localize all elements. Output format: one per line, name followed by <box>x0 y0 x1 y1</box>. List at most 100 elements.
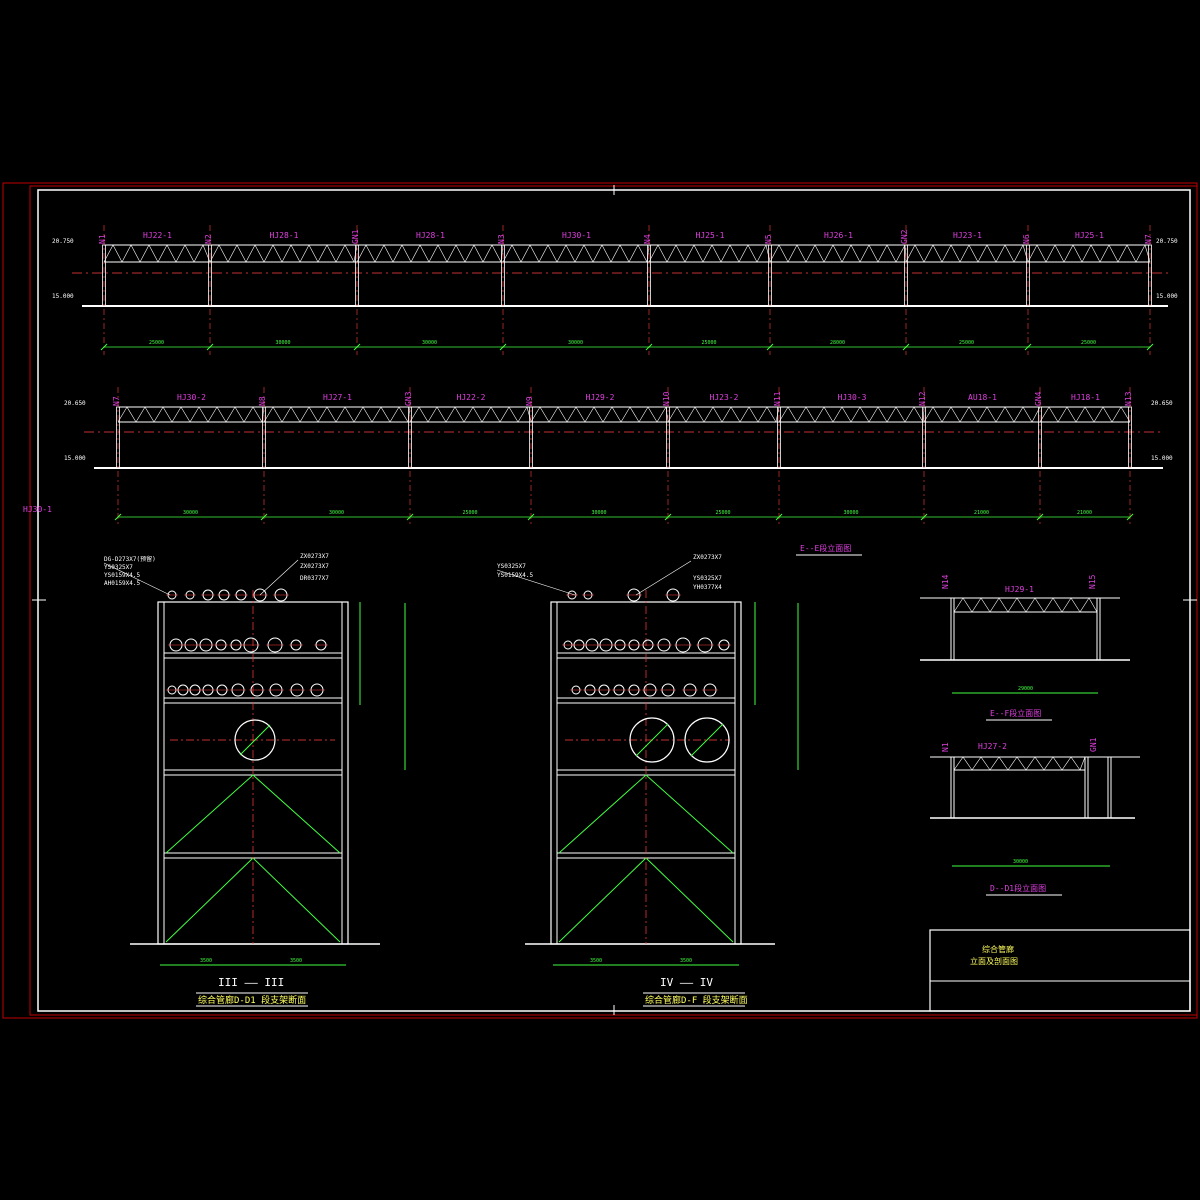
elevation_2-truss-3: HJ22-2 <box>457 393 486 402</box>
section-3-label: III —— III <box>218 976 284 989</box>
title-block-drawing: 立面及剖面图 <box>970 956 1018 966</box>
elevation_1-span-3: 30000 <box>422 340 437 346</box>
elevation-1: N1 N2 GN1 N3 N4 N5 GN2 N6 N7 HJ22-1 25000 HJ28-1 300… <box>52 225 1178 355</box>
elevation-dd-span: 30000 <box>1013 859 1028 865</box>
elevation_2-axis-2: N8 <box>258 396 267 406</box>
elevation_1-span-2: 30000 <box>276 340 291 346</box>
elevation-dd: N1 GN1 HJ27-2 30000 D--D1段立面图 <box>930 737 1140 896</box>
section-3-width-left: 3500 <box>200 958 212 964</box>
elevation_1-truss-4: HJ30-1 <box>562 231 591 240</box>
section-4-right-label-1: ZX0273X7 <box>693 554 722 561</box>
elevation_2-span-4: 30000 <box>592 510 607 516</box>
side-label: HJ30-1 <box>23 505 52 514</box>
elevation_2-truss-8: HJ18-1 <box>1071 393 1100 402</box>
elevation_1-axis-1: N1 <box>98 234 107 244</box>
elevation_2-level-bottom-right: 15.000 <box>1151 455 1173 462</box>
section-3-pipe-label-3: YS0159X4.5 <box>104 572 141 579</box>
section-3-pipe-label-1: DG-D273X7(预留) <box>104 555 156 563</box>
section-3-width-right: 3500 <box>290 958 302 964</box>
elevation_2-span-1: 30000 <box>183 510 198 516</box>
section-3-right-label-3: DR0377X7 <box>300 575 329 582</box>
section-3-caption: 综合管廊D-D1 段支架断面 <box>198 994 306 1006</box>
elevation_2-level-top-right: 20.650 <box>1151 400 1173 407</box>
title-block: 综合管廊 立面及剖面图 <box>929 929 1191 1012</box>
elevation_2-axis-3: GN3 <box>404 391 413 406</box>
section-4-width-left: 3500 <box>590 958 602 964</box>
elevation_2-axis-9: N13 <box>1124 391 1133 406</box>
elevation-ee-truss: HJ29-1 <box>1005 585 1034 594</box>
elevation_1-axis-6: N5 <box>764 234 773 244</box>
section-4-label: IV —— IV <box>660 976 713 989</box>
elevation_1-truss-7: HJ23-1 <box>953 231 982 240</box>
elevation-dd-title: D--D1段立面图 <box>990 883 1046 893</box>
elevation-dd-truss: HJ27-2 <box>978 742 1007 751</box>
elevation_2-span-5: 25000 <box>716 510 731 516</box>
elevation_1-axis-2: N2 <box>204 234 213 244</box>
elevation_2-truss-7: AU18-1 <box>968 393 997 402</box>
elevation_2-span-6: 30000 <box>844 510 859 516</box>
elevation_1-truss-1: HJ22-1 <box>143 231 172 240</box>
elevation_1-axis-9: N7 <box>1144 234 1153 244</box>
elevation_2-truss-6: HJ30-3 <box>838 393 867 402</box>
elevation_1-span-4: 30000 <box>568 340 583 346</box>
elevation-ff-title: E--F段立面图 <box>990 708 1041 718</box>
elevation_2-truss-4: HJ29-2 <box>586 393 615 402</box>
elevation_1-level-top-right: 20.750 <box>1156 238 1178 245</box>
section-3: 3500 3500 III —— III 综合管廊D-D1 段支架断面 DG-D… <box>103 553 406 1007</box>
elevation_2-truss-2: HJ27-1 <box>323 393 352 402</box>
elevation_1-truss-3: HJ28-1 <box>416 231 445 240</box>
elevation_2-span-8: 21000 <box>1077 510 1092 516</box>
elevation_1-level-top-left: 20.750 <box>52 238 74 245</box>
elevation_2-level-bottom-left: 15.000 <box>64 455 86 462</box>
elevation_1-span-8: 25000 <box>1081 340 1096 346</box>
elevation_2-axis-8: GN4 <box>1034 391 1043 406</box>
elevation_1-truss-6: HJ26-1 <box>824 231 853 240</box>
section-4: 3500 3500 IV —— IV 综合管廊D-F 段支架断面 YS0325X… <box>496 554 799 1007</box>
elevation_1-truss-5: HJ25-1 <box>696 231 725 240</box>
section-3-pipe-label-4: AH0159X4.5 <box>104 580 141 587</box>
elevation_1-axis-5: N4 <box>643 234 652 244</box>
elevation_1-axis-8: N6 <box>1022 234 1031 244</box>
elevation_1-level-bottom-right: 15.000 <box>1156 293 1178 300</box>
section-3-pipe-label-2: YS0325X7 <box>104 564 133 571</box>
elevation_1-axis-4: N3 <box>497 234 506 244</box>
section-4-right-label-2: YS0325X7 <box>693 575 722 582</box>
elevation_2-span-3: 25000 <box>463 510 478 516</box>
elevation-ee-axis-left: N14 <box>941 574 950 589</box>
elevation-ee-axis-right: N15 <box>1088 574 1097 589</box>
elevation_2-axis-5: N10 <box>662 391 671 406</box>
elevation_2-axis-7: N12 <box>918 391 927 406</box>
elevation_1-level-bottom-left: 15.000 <box>52 293 74 300</box>
section-4-right-label-3: YH0377X4 <box>693 584 722 591</box>
elevation_2-truss-5: HJ23-2 <box>710 393 739 402</box>
elevation_1-truss-2: HJ28-1 <box>270 231 299 240</box>
elevation-dd-axis-left: N1 <box>941 742 950 752</box>
section-3-right-label-2: ZX0273X7 <box>300 563 329 570</box>
section-3-right-label-1: ZX0273X7 <box>300 553 329 560</box>
elevation-dd-axis-right: GN1 <box>1089 737 1098 752</box>
elevation-ee-title: E--E段立面图 <box>800 543 851 553</box>
elevation_2-axis-4: N9 <box>525 396 534 406</box>
elevation_1-axis-7: GN2 <box>900 229 909 244</box>
section-4-pipe-label-1: YS0325X7 <box>497 563 526 570</box>
elevation_1-span-6: 28000 <box>830 340 845 346</box>
title-block-project: 综合管廊 <box>982 944 1014 954</box>
section-4-caption: 综合管廊D-F 段支架断面 <box>645 994 748 1006</box>
elevation_1-span-7: 25000 <box>959 340 974 346</box>
elevation-ee: E--E段立面图 N14 N15 HJ29-1 29000 E--F段立面图 <box>796 543 1130 721</box>
elevation_1-span-5: 25000 <box>702 340 717 346</box>
elevation_2-level-top-left: 20.650 <box>64 400 86 407</box>
elevation-ee-span: 29000 <box>1018 686 1033 692</box>
elevation-2: N7 N8 GN3 N9 N10 N11 N12 GN4 N13 HJ30-2 30000 HJ27-… <box>64 387 1173 525</box>
elevation_2-span-7: 21000 <box>974 510 989 516</box>
elevation_2-truss-1: HJ30-2 <box>177 393 206 402</box>
elevation_2-axis-1: N7 <box>112 396 121 406</box>
section-4-width-right: 3500 <box>680 958 692 964</box>
elevation_1-span-1: 25000 <box>149 340 164 346</box>
elevation_1-truss-8: HJ25-1 <box>1075 231 1104 240</box>
elevation_1-axis-3: GN1 <box>351 229 360 244</box>
elevation_2-span-2: 30000 <box>329 510 344 516</box>
section-4-pipe-label-2: YS0159X4.5 <box>497 572 534 579</box>
elevation_2-axis-6: N11 <box>773 391 782 406</box>
